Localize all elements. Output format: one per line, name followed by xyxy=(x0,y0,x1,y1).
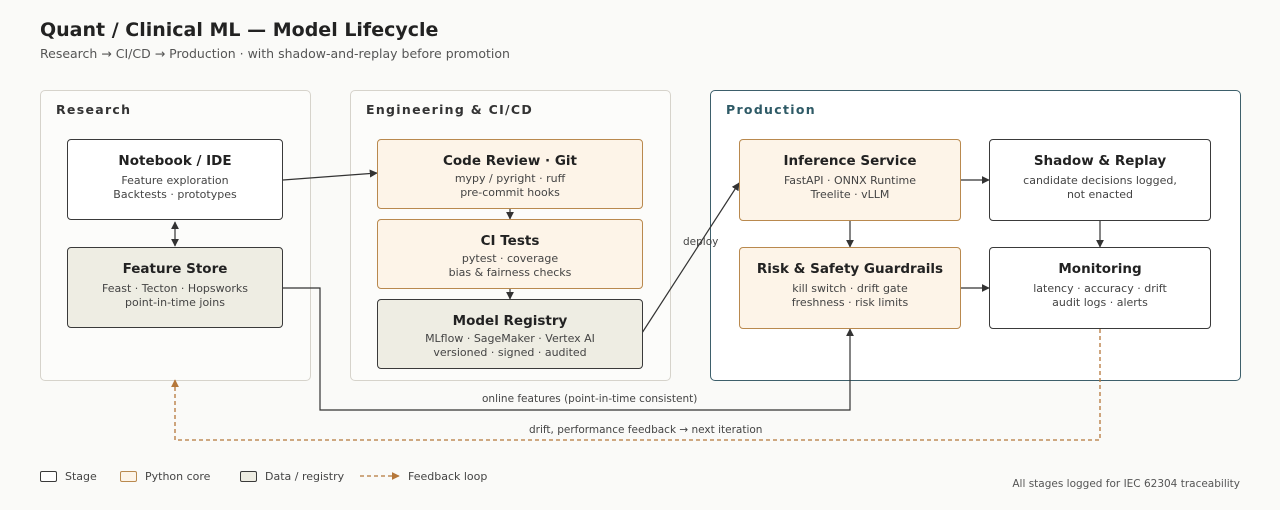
node-title: Monitoring xyxy=(1058,261,1142,277)
node-title: Model Registry xyxy=(452,313,568,329)
node-notebook-ide: Notebook / IDE Feature exploration Backt… xyxy=(67,139,283,220)
edge-label-deploy: deploy xyxy=(683,236,719,248)
edge-label-feedback: drift, performance feedback → next itera… xyxy=(529,424,763,436)
group-engineering-label: Engineering & CI/CD xyxy=(366,102,534,117)
node-detail: MLflow · SageMaker · Vertex AI xyxy=(425,332,595,345)
node-detail: latency · accuracy · drift xyxy=(1033,282,1167,295)
node-title: Shadow & Replay xyxy=(1033,153,1167,169)
node-detail: bias & fairness checks xyxy=(448,266,572,279)
node-title: Risk & Safety Guardrails xyxy=(756,261,944,277)
legend-stage: Stage xyxy=(40,470,97,483)
node-detail: Feast · Tecton · Hopsworks xyxy=(101,282,248,295)
legend-feedback-label: Feedback loop xyxy=(408,470,488,483)
node-title: CI Tests xyxy=(480,233,540,249)
node-detail: not enacted xyxy=(1066,188,1134,201)
node-detail: kill switch · drift gate xyxy=(792,282,908,295)
legend-python-label: Python core xyxy=(145,470,211,483)
node-code-review: Code Review · Git mypy / pyright · ruff … xyxy=(377,139,643,209)
footer-note: All stages logged for IEC 62304 traceabi… xyxy=(1012,478,1240,490)
node-risk-guardrails: Risk & Safety Guardrails kill switch · d… xyxy=(739,247,961,329)
node-detail: mypy / pyright · ruff xyxy=(454,172,566,185)
group-research-label: Research xyxy=(56,102,132,117)
page-subtitle: Research → CI/CD → Production · with sha… xyxy=(40,46,510,61)
node-inference-service: Inference Service FastAPI · ONNX Runtime… xyxy=(739,139,961,221)
legend-python-core: Python core xyxy=(120,470,210,483)
edge-label-online-features: online features (point-in-time consisten… xyxy=(482,393,698,405)
legend-data-label: Data / registry xyxy=(265,470,345,483)
node-detail: pytest · coverage xyxy=(461,252,559,265)
legend-python-swatch xyxy=(120,471,137,482)
node-detail: audit logs · alerts xyxy=(1052,296,1148,309)
node-monitoring: Monitoring latency · accuracy · drift au… xyxy=(989,247,1211,329)
node-detail: versioned · signed · audited xyxy=(433,346,587,359)
node-shadow-replay: Shadow & Replay candidate decisions logg… xyxy=(989,139,1211,221)
node-detail: candidate decisions logged, xyxy=(1023,174,1177,187)
legend-stage-label: Stage xyxy=(65,470,97,483)
node-title: Feature Store xyxy=(122,261,228,277)
node-title: Code Review · Git xyxy=(443,153,577,169)
node-feature-store: Feature Store Feast · Tecton · Hopsworks… xyxy=(67,247,283,328)
group-research: Research xyxy=(40,90,311,381)
node-detail: freshness · risk limits xyxy=(791,296,909,309)
node-title: Notebook / IDE xyxy=(118,153,232,169)
node-detail: FastAPI · ONNX Runtime xyxy=(783,174,917,187)
legend-stage-swatch xyxy=(40,471,57,482)
node-detail: Feature exploration xyxy=(121,174,229,187)
node-detail: Treelite · vLLM xyxy=(810,188,890,201)
node-detail: Backtests · prototypes xyxy=(113,188,237,201)
node-detail: pre-commit hooks xyxy=(460,186,560,199)
legend-data-registry: Data / registry xyxy=(240,470,344,483)
group-production: Production xyxy=(710,90,1241,381)
legend-feedback-loop: Feedback loop xyxy=(408,470,487,483)
legend-data-swatch xyxy=(240,471,257,482)
page-title: Quant / Clinical ML — Model Lifecycle xyxy=(40,19,439,41)
node-title: Inference Service xyxy=(783,153,917,169)
node-detail: point-in-time joins xyxy=(125,296,225,309)
node-model-registry: Model Registry MLflow · SageMaker · Vert… xyxy=(377,299,643,369)
node-ci-tests: CI Tests pytest · coverage bias & fairne… xyxy=(377,219,643,289)
group-production-label: Production xyxy=(726,102,816,117)
